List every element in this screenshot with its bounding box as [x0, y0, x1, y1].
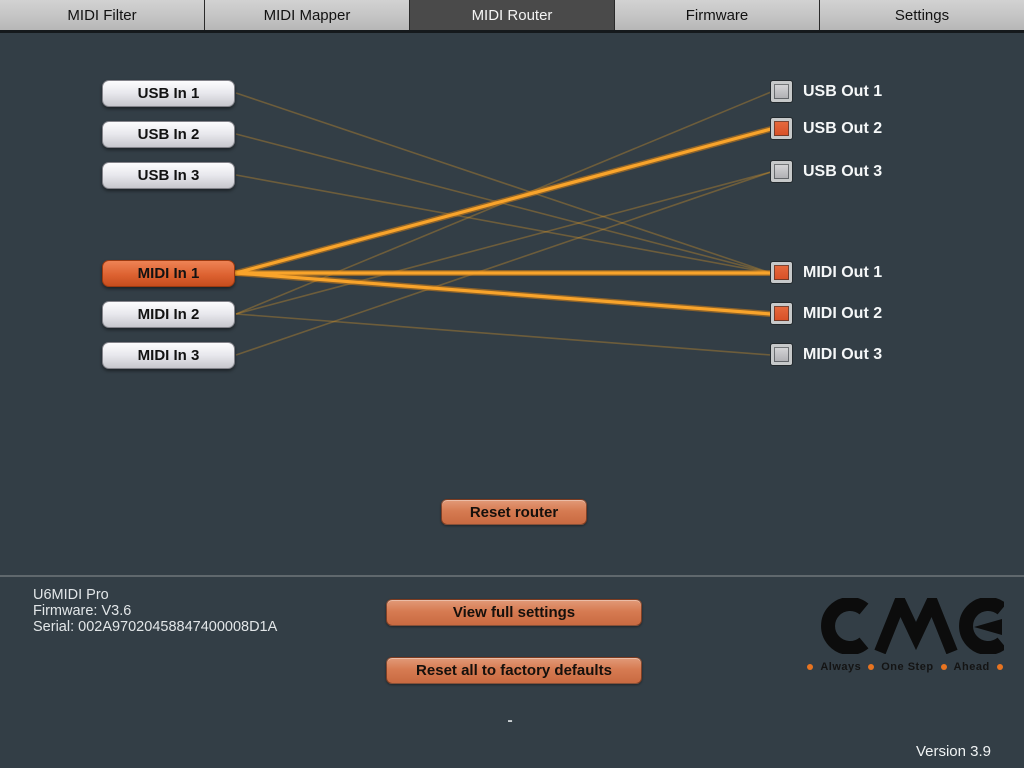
tab-midi-filter[interactable]: MIDI Filter: [0, 0, 205, 30]
tagline-dot-icon: [996, 664, 1003, 670]
tab-firmware[interactable]: Firmware: [615, 0, 820, 30]
output-checkbox-midi-out-2[interactable]: [771, 303, 792, 324]
input-button-usb-in-1[interactable]: USB In 1: [102, 79, 235, 107]
tab-settings[interactable]: Settings: [820, 0, 1024, 30]
tagline-dot-icon: [868, 664, 875, 670]
cme-logo-tagline: Always One Step Ahead: [806, 661, 1004, 673]
output-checkbox-usb-out-2[interactable]: [771, 118, 792, 139]
view-full-settings-button[interactable]: View full settings: [386, 599, 642, 626]
output-label: USB Out 2: [803, 119, 883, 137]
reset-factory-defaults-button[interactable]: Reset all to factory defaults: [386, 657, 642, 684]
tab-midi-mapper[interactable]: MIDI Mapper: [205, 0, 410, 30]
output-checkbox-usb-out-1[interactable]: [771, 81, 792, 102]
input-button-midi-in-2[interactable]: MIDI In 2: [102, 300, 235, 328]
tab-bar: MIDI Filter MIDI Mapper MIDI Router Firm…: [0, 0, 1024, 33]
output-checkbox-midi-out-1[interactable]: [771, 262, 792, 283]
input-button-midi-in-1[interactable]: MIDI In 1: [102, 259, 235, 287]
tagline-word: Ahead: [953, 661, 990, 673]
output-checkbox-usb-out-3[interactable]: [771, 161, 792, 182]
tagline-word: One Step: [881, 661, 934, 673]
status-dash: -: [507, 712, 513, 729]
output-label: MIDI Out 2: [803, 304, 883, 322]
tagline-dot-icon: [940, 664, 947, 670]
output-label: USB Out 3: [803, 162, 883, 180]
tagline-word: Always: [820, 661, 862, 673]
cme-logo-icon: [821, 586, 1007, 655]
output-label: MIDI Out 3: [803, 345, 883, 363]
footer-divider: [0, 575, 1024, 577]
reset-router-button[interactable]: Reset router: [441, 499, 587, 525]
input-button-midi-in-3[interactable]: MIDI In 3: [102, 341, 235, 369]
output-row-midi-out-3: MIDI Out 3: [771, 344, 882, 365]
device-name: U6MIDI Pro: [33, 587, 109, 603]
device-firmware: Firmware: V3.6: [33, 603, 132, 619]
device-info: U6MIDI Pro Firmware: V3.6 Serial: 002A97…: [33, 587, 277, 635]
output-row-midi-out-1: MIDI Out 1: [771, 262, 882, 283]
cme-logo: Always One Step Ahead: [806, 586, 1007, 673]
tab-midi-router[interactable]: MIDI Router: [410, 0, 615, 30]
output-label: USB Out 1: [803, 82, 883, 100]
output-row-usb-out-1: USB Out 1: [771, 81, 882, 102]
output-row-midi-out-2: MIDI Out 2: [771, 303, 882, 324]
output-row-usb-out-3: USB Out 3: [771, 161, 882, 182]
input-button-usb-in-2[interactable]: USB In 2: [102, 120, 235, 148]
input-button-usb-in-3[interactable]: USB In 3: [102, 161, 235, 189]
device-serial: Serial: 002A97020458847400008D1A: [33, 619, 278, 635]
output-label: MIDI Out 1: [803, 263, 883, 281]
output-row-usb-out-2: USB Out 2: [771, 118, 882, 139]
version-label: Version 3.9: [915, 743, 991, 760]
tagline-dot-icon: [807, 664, 814, 670]
output-checkbox-midi-out-3[interactable]: [771, 344, 792, 365]
